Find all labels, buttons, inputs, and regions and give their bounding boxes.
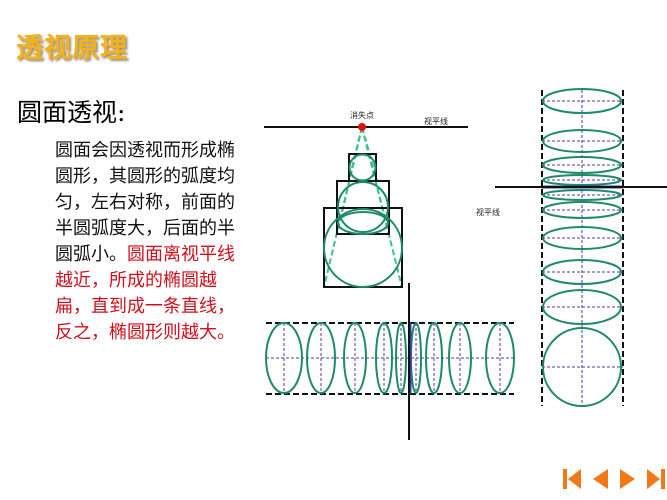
vanishing-point-figure: 消失点 视平线 <box>264 110 468 288</box>
skip-to-end-icon <box>647 469 665 489</box>
slide-navigation <box>560 467 667 491</box>
horizon-label-top: 视平线 <box>424 116 448 126</box>
skip-to-start-icon <box>563 469 581 489</box>
body-text-black: 圆面会因透视而形成椭圆形，其圆形的弧度均匀，左右对称，前面的半圆弧度大，后面的半… <box>55 140 235 265</box>
first-slide-button[interactable] <box>560 467 584 491</box>
horizontal-ellipse-row <box>265 283 515 440</box>
vanishing-point <box>358 123 366 131</box>
previous-slide-button[interactable] <box>588 467 612 491</box>
circles <box>323 153 403 288</box>
last-slide-button[interactable] <box>644 467 667 491</box>
vertical-ellipse-column: 视平线 <box>476 88 667 407</box>
vanishing-point-label: 消失点 <box>350 110 374 120</box>
triangle-left-icon <box>593 469 608 489</box>
horizon-label-right: 视平线 <box>476 207 500 217</box>
slide-body-text: 圆面会因透视而形成椭圆形，其圆形的弧度均匀，左右对称，前面的半圆弧度大，后面的半… <box>55 138 237 346</box>
slide-subtitle: 圆面透视: <box>17 98 126 127</box>
next-slide-button[interactable] <box>616 467 640 491</box>
triangle-right-icon <box>620 469 635 489</box>
slide-title: 透视原理 <box>16 33 128 64</box>
body-text-red: 圆面离视平线越近，所成的椭圆越扁，直到成一条直线，反之，椭圆形则越大。 <box>55 244 235 343</box>
